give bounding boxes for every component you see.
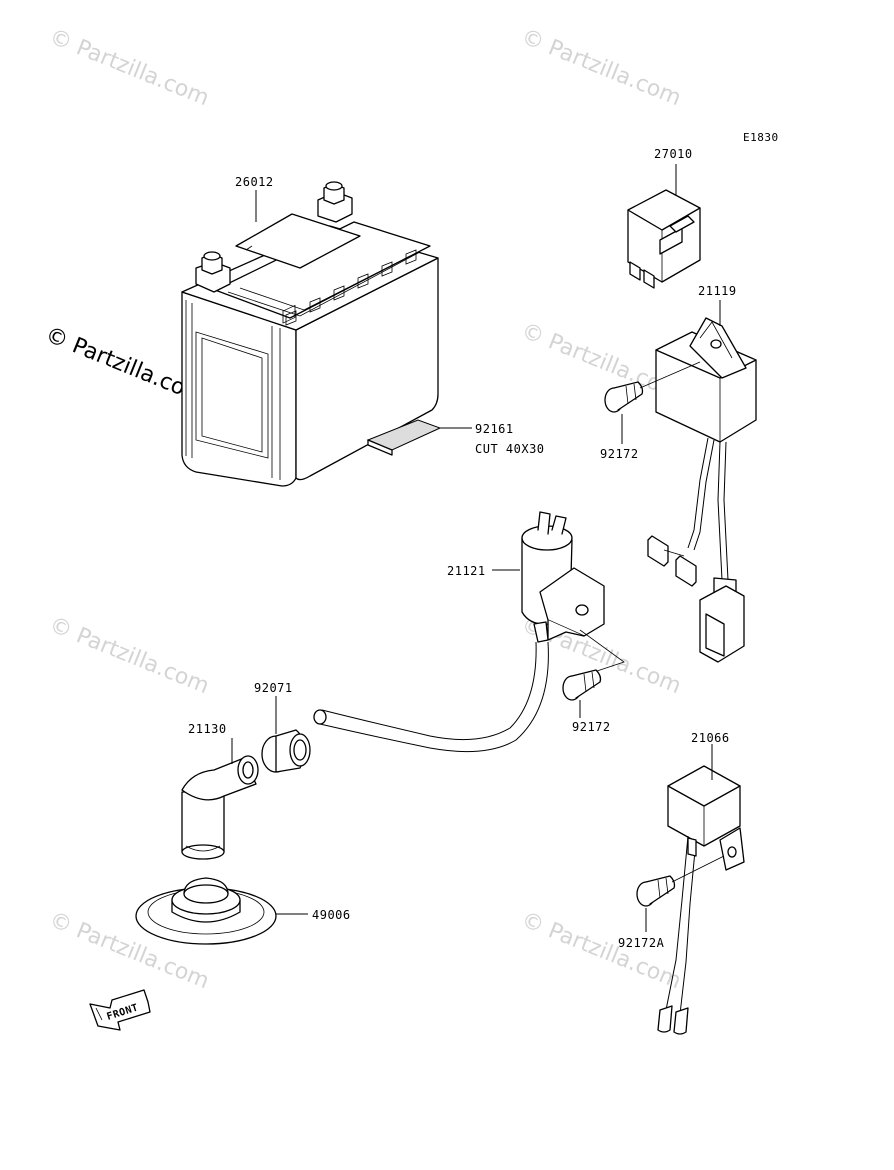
label-regulator: 21066: [691, 731, 730, 745]
watermark: © Partzilla.com: [518, 907, 685, 994]
label-relay: 27010: [654, 147, 693, 161]
relay[interactable]: [627, 189, 701, 289]
label-grommet: 49006: [312, 908, 351, 922]
cap-seal[interactable]: [261, 729, 311, 773]
plug-cap[interactable]: [181, 755, 259, 860]
diagram-code: E1830: [743, 131, 779, 144]
label-plug-cap: 21130: [188, 722, 227, 736]
watermarks: © Partzilla.com © Partzilla.com © Partzi…: [42, 24, 685, 994]
bolt-cdi[interactable]: [604, 381, 644, 413]
battery[interactable]: [181, 181, 439, 487]
label-battery-pad: 92161: [475, 422, 514, 436]
grommet[interactable]: [135, 877, 277, 945]
label-bolt-regulator: 92172A: [618, 936, 665, 950]
label-ignition-coil: 21121: [447, 564, 486, 578]
watermark: © Partzilla.com: [46, 612, 213, 699]
ignition-coil[interactable]: [313, 511, 605, 753]
bolt-regulator[interactable]: [636, 875, 676, 907]
label-battery: 26012: [235, 175, 274, 189]
bolt-coil[interactable]: [562, 669, 602, 701]
label-bolt-coil: 92172: [572, 720, 611, 734]
watermark: © Partzilla.com: [46, 24, 213, 111]
watermark: © Partzilla.com: [518, 24, 685, 111]
battery-pad[interactable]: [366, 419, 442, 456]
front-arrow-icon: FRONT: [89, 989, 151, 1031]
label-bolt-cdi: 92172: [600, 447, 639, 461]
label-cap-seal: 92071: [254, 681, 293, 695]
regulator[interactable]: [657, 765, 745, 1035]
cdi-unit[interactable]: [647, 317, 757, 663]
label-battery-pad-note: CUT 40X30: [475, 442, 545, 456]
label-cdi-unit: 21119: [698, 284, 737, 298]
